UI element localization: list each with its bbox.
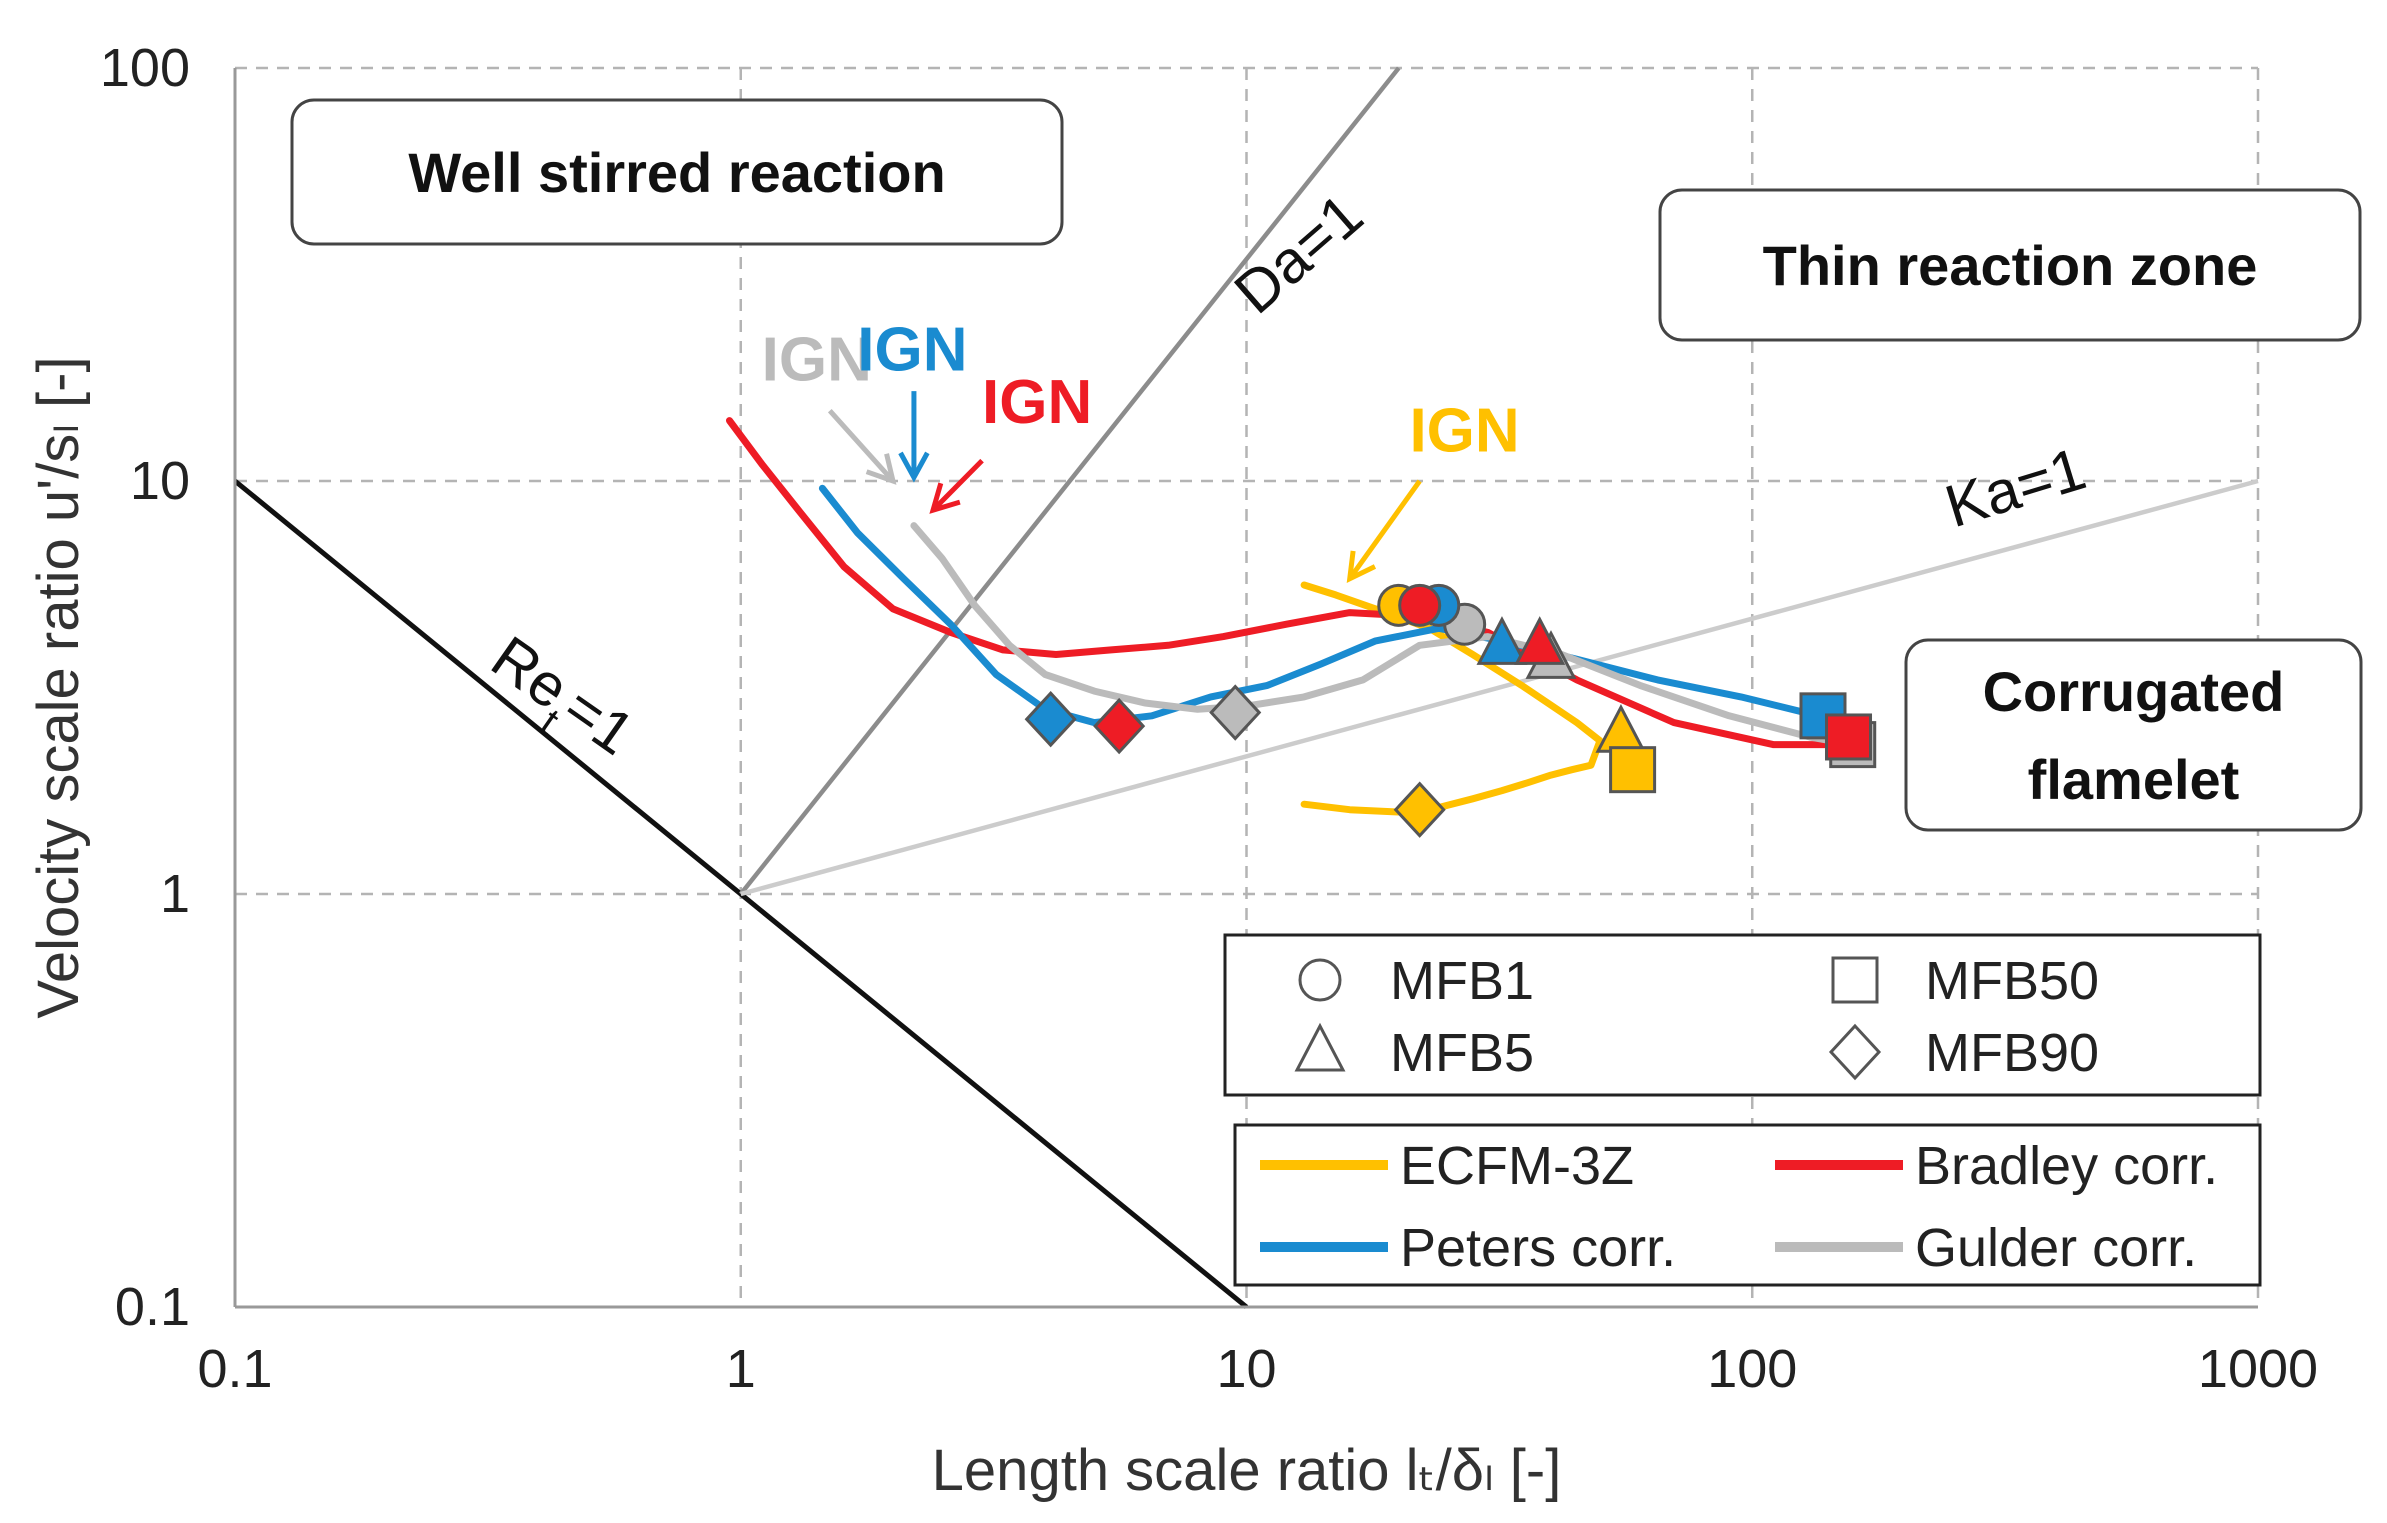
legend-marker-label: MFB50: [1925, 951, 2099, 1011]
series-line-bradley-corr-: [726, 417, 1845, 749]
marker-mfb90: [1093, 697, 1146, 755]
ign-arrow-shaft: [1347, 479, 1422, 581]
reference-line-ka-1: [740, 478, 2259, 897]
corrugated-region-label: flamelet: [2028, 748, 2240, 811]
legend-marker-label: MFB90: [1925, 1023, 2099, 1083]
x-tick-label: 1: [726, 1339, 756, 1399]
line-legend-box: [1233, 1123, 2262, 1287]
thin-reaction-region-label: Thin reaction zone: [1763, 234, 2258, 297]
marker-mfb5: [1476, 616, 1528, 665]
series-line-gulder-corr-: [910, 522, 1857, 749]
legend-triangle-icon: [1294, 1022, 1346, 1072]
x-tick-label: 10: [1216, 1339, 1276, 1399]
corrugated-region-label: Corrugated: [1983, 660, 2285, 723]
x-tick-label: 0.1: [197, 1339, 272, 1399]
ign-arrow-head: [898, 451, 930, 483]
legend-line-label: Gulder corr.: [1915, 1218, 2197, 1278]
marker-mfb1: [1398, 583, 1442, 627]
thin-reaction-region-box: [1658, 188, 2362, 342]
y-tick-label: 100: [100, 38, 190, 98]
legend-marker-label: MFB1: [1390, 951, 1534, 1011]
marker-mfb90: [1024, 690, 1077, 748]
marker-mfb50: [1825, 713, 1873, 761]
legend-line-label: Bradley corr.: [1915, 1136, 2218, 1196]
y-axis-title: Velocity scale ratio u'/sₗ [-]: [26, 356, 91, 1018]
y-tick-label: 0.1: [115, 1277, 190, 1337]
x-axis-title: Length scale ratio lₜ/δₗ [-]: [932, 1438, 1562, 1503]
well-stirred-region-label: Well stirred reaction: [408, 141, 945, 204]
x-tick-label: 100: [1707, 1339, 1797, 1399]
well-stirred-region-box: [290, 98, 1064, 246]
ign-label: IGN: [857, 316, 967, 385]
legend-line-label: Peters corr.: [1400, 1218, 1676, 1278]
legend-square-icon: [1831, 956, 1879, 1004]
ign-arrow-head: [929, 482, 961, 514]
legend-diamond-icon: [1828, 1023, 1882, 1081]
ign-label: IGN: [1409, 396, 1519, 465]
marker-mfb90: [1209, 684, 1262, 741]
ign-arrow-head: [865, 453, 897, 485]
ign-label: IGN: [762, 326, 872, 395]
corrugated-region-box: [1904, 638, 2363, 832]
reference-line-da-1: [738, 66, 1401, 896]
marker-mfb50: [1609, 746, 1657, 794]
marker-mfb90: [1393, 781, 1446, 838]
y-tick-label: 1: [160, 864, 190, 924]
marker-group: [1024, 583, 1877, 838]
ign-label: IGN: [982, 368, 1092, 437]
x-tick-label: 1000: [2198, 1339, 2318, 1399]
ign-arrow-shaft: [827, 409, 895, 483]
marker-mfb5: [1514, 616, 1566, 665]
ign-arrow-shaft: [931, 458, 984, 512]
legend-line-label: ECFM-3Z: [1400, 1136, 1634, 1196]
ign-arrow-head: [1346, 550, 1377, 583]
y-tick-label: 10: [130, 451, 190, 511]
legend-marker-label: MFB5: [1390, 1023, 1534, 1083]
legend-circle-icon: [1298, 958, 1342, 1002]
marker-legend-box: [1223, 933, 2262, 1097]
